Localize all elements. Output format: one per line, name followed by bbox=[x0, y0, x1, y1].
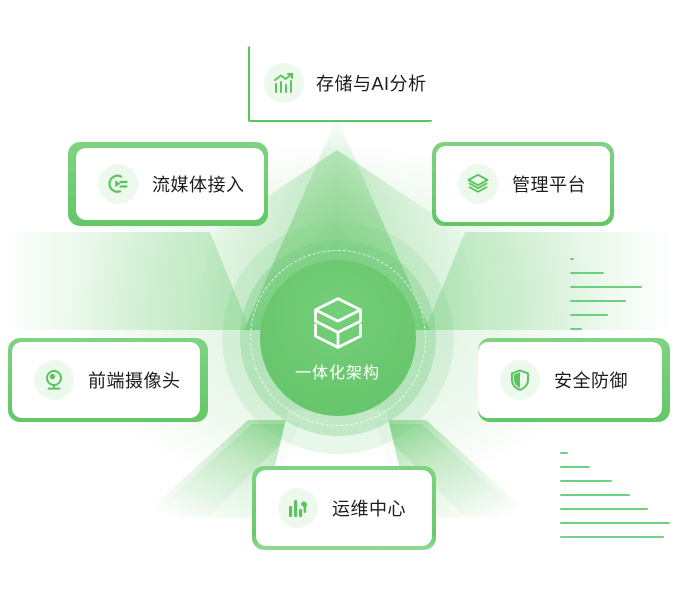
node-card-security[interactable]: 安全防御 bbox=[478, 342, 662, 418]
node-label-storage: 存储与AI分析 bbox=[316, 74, 427, 94]
bar-wrench-icon-badge bbox=[278, 488, 318, 528]
webcam-icon bbox=[46, 370, 62, 390]
decor-line bbox=[560, 536, 664, 538]
decor-line bbox=[570, 300, 626, 302]
node-card-manage[interactable]: 管理平台 bbox=[436, 146, 610, 222]
node-card-storage[interactable]: 存储与AI分析 bbox=[248, 46, 432, 122]
stream-play-icon bbox=[108, 174, 128, 193]
decor-line bbox=[560, 480, 612, 482]
decor-line bbox=[560, 466, 590, 468]
decor-lines-upper bbox=[570, 258, 670, 342]
center-label: 一体化架构 bbox=[294, 365, 380, 382]
webcam-icon-badge bbox=[34, 360, 74, 400]
node-label-manage: 管理平台 bbox=[512, 175, 586, 195]
chart-growth-icon bbox=[274, 73, 293, 93]
decor-line bbox=[570, 272, 604, 274]
node-card-ops[interactable]: 运维中心 bbox=[256, 470, 432, 546]
center-node: 一体化架构 bbox=[260, 293, 416, 383]
chart-growth-icon-badge bbox=[264, 63, 304, 103]
decor-line bbox=[570, 258, 574, 260]
node-card-stream[interactable]: 流媒体接入 bbox=[76, 148, 264, 220]
decor-line bbox=[560, 494, 630, 496]
node-label-security: 安全防御 bbox=[554, 371, 628, 391]
node-card-camera[interactable]: 前端摄像头 bbox=[12, 342, 200, 418]
stream-play-icon-badge bbox=[98, 164, 138, 204]
node-label-camera: 前端摄像头 bbox=[88, 371, 181, 391]
decor-line bbox=[570, 314, 608, 316]
layered-cube-icon bbox=[313, 297, 362, 349]
shield-icon-badge bbox=[500, 360, 540, 400]
decor-line bbox=[560, 452, 568, 454]
decor-line bbox=[560, 522, 670, 524]
layers-icon bbox=[467, 173, 489, 193]
decor-line bbox=[560, 508, 648, 510]
ring-dashed bbox=[249, 250, 426, 426]
decor-line bbox=[570, 328, 582, 330]
decor-lines-lower bbox=[560, 452, 670, 550]
shield-icon bbox=[511, 369, 529, 391]
bar-wrench-icon bbox=[289, 500, 308, 517]
node-label-ops: 运维中心 bbox=[332, 499, 406, 519]
layers-icon-badge bbox=[458, 164, 498, 204]
node-label-stream: 流媒体接入 bbox=[152, 175, 245, 195]
decor-line bbox=[570, 286, 642, 288]
